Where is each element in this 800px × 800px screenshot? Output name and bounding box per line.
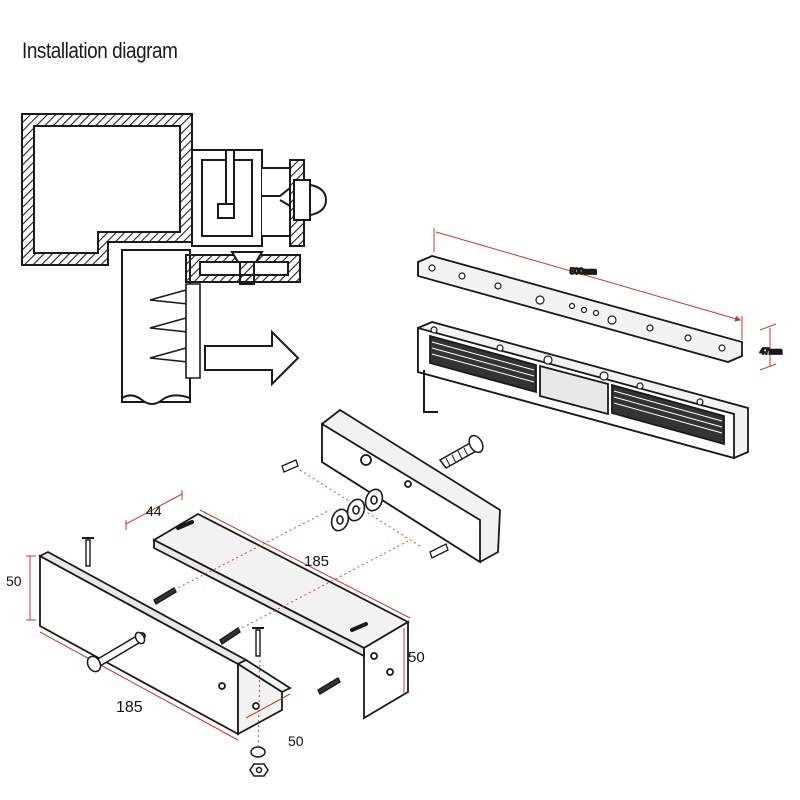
magnet-coil (429, 334, 725, 446)
washer-icon (330, 488, 384, 532)
nut-icon (249, 746, 269, 777)
magnetic-lock-assembly: 500mm 47mm (417, 228, 783, 460)
bolt-icon (438, 434, 484, 469)
page-title: Installation diagram (22, 38, 178, 63)
sleeve-icon (281, 459, 449, 559)
assembly-guides (173, 469, 421, 749)
door-frame-section (21, 113, 328, 405)
pin-icon (86, 631, 146, 673)
magnet-height-label: 47mm (760, 347, 783, 356)
z-bracket-length-label: 185 (304, 553, 329, 570)
mounting-holes (428, 264, 726, 352)
magnet-length-label: 500mm (570, 267, 597, 276)
screw-icon (82, 537, 341, 695)
arrow-right-icon (204, 329, 300, 387)
l-bracket-length-label: 185 (116, 699, 143, 716)
l-bracket-height-label: 50 (6, 573, 22, 589)
l-bracket-depth-label: 50 (288, 733, 304, 749)
z-bracket (125, 490, 411, 720)
z-bracket-width-label: 44 (146, 503, 162, 519)
armature-mounting-plate (321, 408, 501, 564)
z-bracket-height-label: 50 (408, 649, 425, 666)
screw-icon (149, 283, 201, 379)
